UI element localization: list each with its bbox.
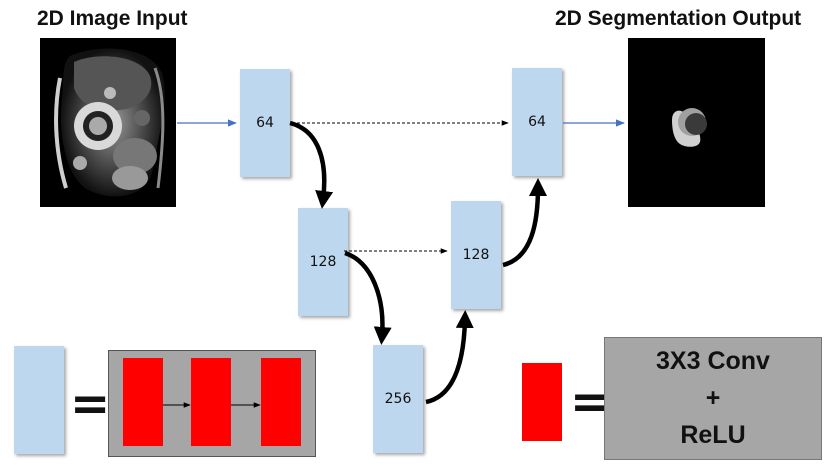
input-title: 2D Image Input bbox=[37, 7, 188, 30]
legend-conv-swatch bbox=[522, 363, 562, 441]
decoder-block-128: 128 bbox=[451, 201, 501, 309]
downsample-arrow-2 bbox=[344, 250, 392, 345]
upsample-arrow-2 bbox=[502, 178, 547, 268]
plus-label: + bbox=[705, 384, 721, 412]
relu-label: ReLU bbox=[680, 421, 746, 449]
legend-conv-unit-2 bbox=[191, 358, 231, 446]
block-label: 256 bbox=[384, 391, 412, 407]
block-label: 128 bbox=[309, 254, 337, 270]
legend-equals-sign-2: = bbox=[570, 374, 611, 430]
downsample-arrow-1 bbox=[289, 120, 334, 209]
legend-conv-unit-3 bbox=[261, 358, 301, 446]
bottleneck-block-256: 256 bbox=[373, 345, 423, 453]
block-label: 128 bbox=[462, 247, 490, 263]
block-label: 64 bbox=[528, 114, 546, 130]
conv-label: 3X3 Conv bbox=[656, 347, 770, 375]
encoder-block-128: 128 bbox=[298, 208, 348, 316]
conv-relu-panel: 3X3 Conv + ReLU bbox=[604, 337, 822, 460]
decoder-block-64: 64 bbox=[512, 68, 562, 176]
mri-input-image bbox=[40, 38, 176, 207]
block-label: 64 bbox=[256, 115, 274, 131]
legend-equals-sign: = bbox=[70, 376, 111, 432]
output-title: 2D Segmentation Output bbox=[555, 7, 802, 30]
upsample-arrow-1 bbox=[425, 310, 474, 405]
encoder-block-64: 64 bbox=[240, 69, 290, 177]
legend-conv-unit-1 bbox=[123, 358, 163, 446]
legend-block-swatch bbox=[14, 346, 64, 454]
segmentation-output-image bbox=[628, 38, 765, 207]
